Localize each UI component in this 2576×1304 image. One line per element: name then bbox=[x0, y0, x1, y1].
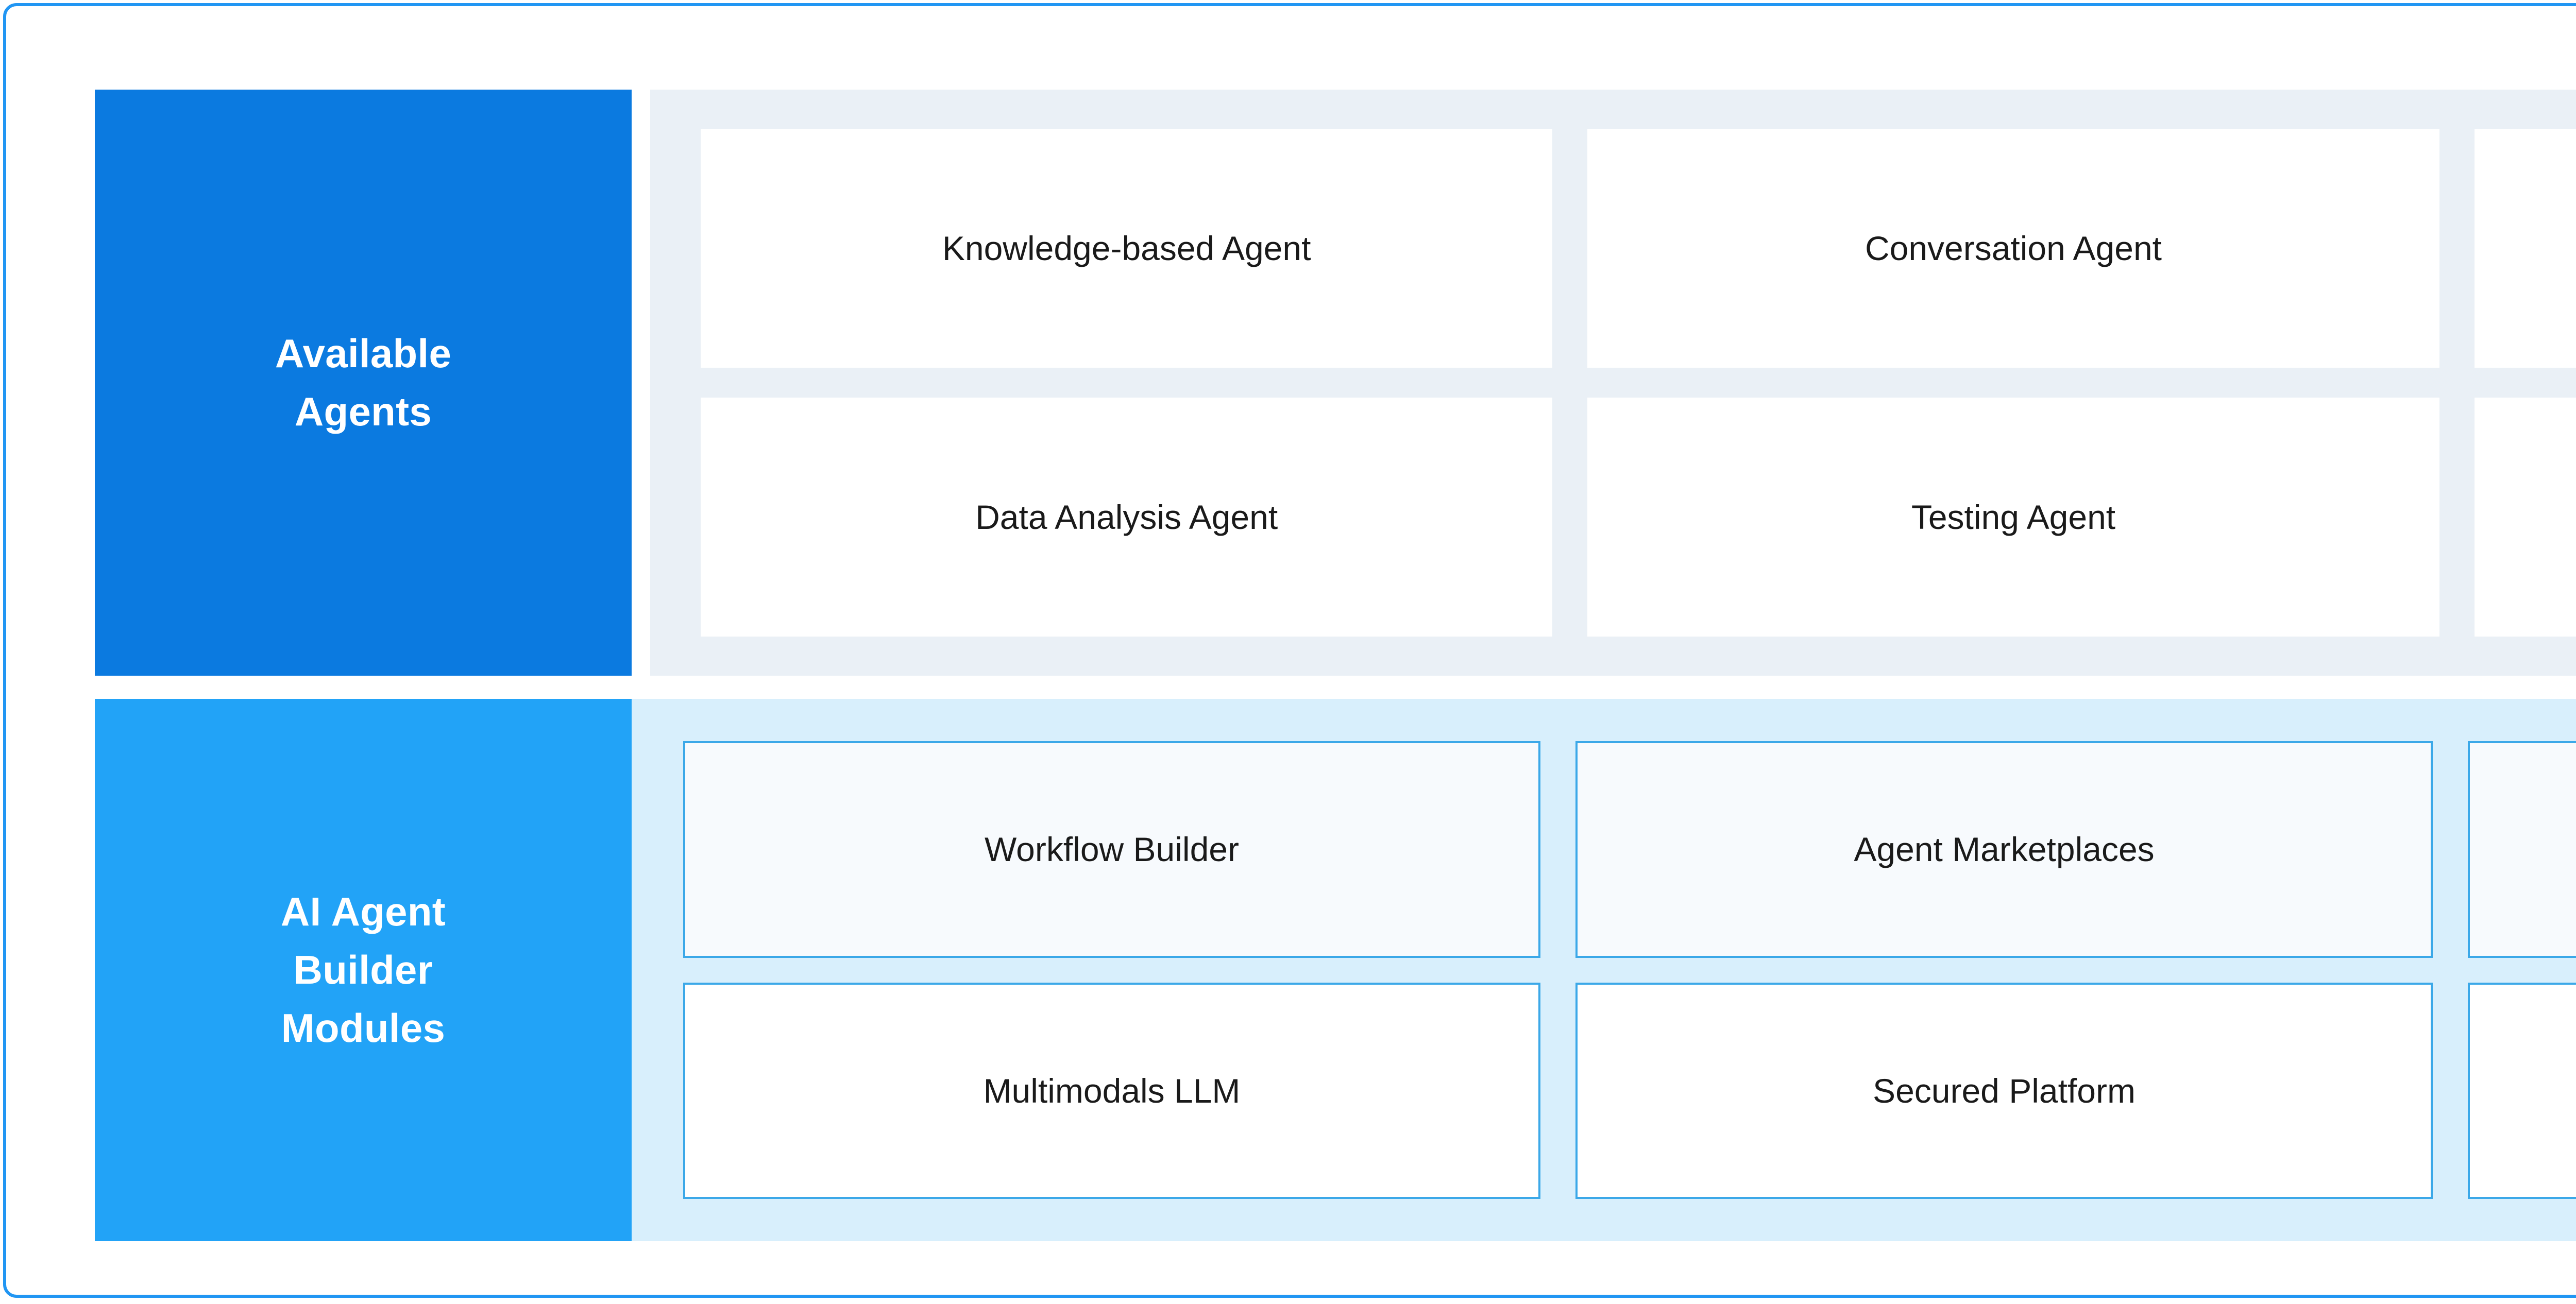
agent-card-label: Knowledge-based Agent bbox=[942, 227, 1311, 270]
module-card-row-1: Workflow Builder Agent Marketplaces Flex… bbox=[683, 741, 2576, 958]
module-card-row-2: Multimodals LLM Secured Platform Data Pl… bbox=[683, 983, 2576, 1199]
agent-card-row-2: Data Analysis Agent Testing Agent Summar… bbox=[701, 398, 2576, 637]
agent-card-row-1: Knowledge-based Agent Conversation Agent… bbox=[701, 129, 2576, 368]
agent-card-testing[interactable]: Testing Agent bbox=[1587, 398, 2439, 637]
agent-card-summarization[interactable]: Summarization Agent bbox=[2475, 398, 2576, 637]
module-card-label: Workflow Builder bbox=[985, 828, 1239, 871]
section-available-agents: Available Agents Knowledge-based Agent C… bbox=[95, 90, 2576, 676]
module-card-label: Secured Platform bbox=[1873, 1070, 2136, 1112]
platform-overview-diagram: Available Agents Knowledge-based Agent C… bbox=[95, 90, 2576, 1241]
page-frame: Available Agents Knowledge-based Agent C… bbox=[3, 3, 2576, 1298]
agent-card-label: Conversation Agent bbox=[1865, 227, 2162, 270]
sidebar-label-line-1: AI Agent bbox=[281, 883, 446, 941]
sidebar-label-line-1: Available bbox=[275, 324, 451, 383]
sidebar-label-ai-agent-builder-modules: AI Agent Builder Modules bbox=[95, 699, 632, 1241]
agent-card-label: Testing Agent bbox=[1911, 496, 2115, 539]
agent-card-label: Data Analysis Agent bbox=[975, 496, 1278, 539]
module-card-agent-marketplaces[interactable]: Agent Marketplaces bbox=[1575, 741, 2433, 958]
module-card-secured-platform[interactable]: Secured Platform bbox=[1575, 983, 2433, 1199]
section-ai-agent-builder-modules: AI Agent Builder Modules Workflow Builde… bbox=[95, 699, 2576, 1241]
agent-card-knowledge-based[interactable]: Knowledge-based Agent bbox=[701, 129, 1552, 368]
sidebar-label-line-2: Agents bbox=[275, 383, 451, 441]
sidebar-panel-gap bbox=[632, 90, 650, 676]
module-card-multimodals-llm[interactable]: Multimodals LLM bbox=[683, 983, 1540, 1199]
sidebar-label-line-2: Builder bbox=[281, 941, 446, 999]
ai-agent-builder-modules-panel: Workflow Builder Agent Marketplaces Flex… bbox=[632, 699, 2576, 1241]
sidebar-label-line-3: Modules bbox=[281, 999, 446, 1057]
module-card-label: Multimodals LLM bbox=[984, 1070, 1241, 1112]
available-agents-panel: Knowledge-based Agent Conversation Agent… bbox=[650, 90, 2576, 676]
agent-card-data-analysis[interactable]: Data Analysis Agent bbox=[701, 398, 1552, 637]
agent-card-conversation[interactable]: Conversation Agent bbox=[1587, 129, 2439, 368]
module-card-flexible-deployment[interactable]: Flexible Deployment bbox=[2468, 741, 2576, 958]
module-card-label: Agent Marketplaces bbox=[1854, 828, 2154, 871]
module-card-workflow-builder[interactable]: Workflow Builder bbox=[683, 741, 1540, 958]
sidebar-label-available-agents: Available Agents bbox=[95, 90, 632, 676]
module-card-data-platform[interactable]: Data Platform bbox=[2468, 983, 2576, 1199]
agent-card-browser[interactable]: Browser Agent bbox=[2475, 129, 2576, 368]
